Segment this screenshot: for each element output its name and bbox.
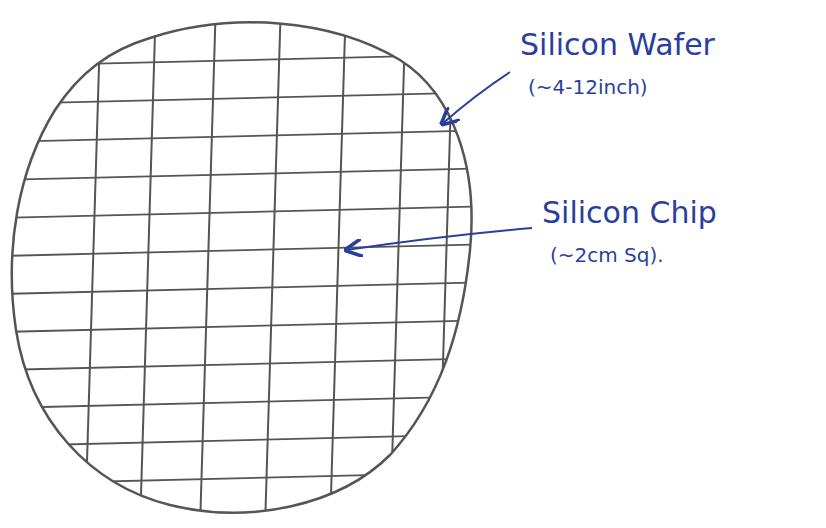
grid-line <box>0 282 500 294</box>
grid-line <box>0 320 500 332</box>
grid-line <box>265 0 281 528</box>
grid-line <box>0 130 500 142</box>
grid-line <box>0 168 500 180</box>
grid-line <box>390 0 406 528</box>
grid-line <box>0 54 500 66</box>
grid-line <box>200 0 216 528</box>
grid-line <box>0 434 500 446</box>
chip-label: Silicon Chip <box>542 196 717 229</box>
chip-grid <box>0 0 500 528</box>
grid-line <box>0 358 500 370</box>
grid-line <box>85 0 101 528</box>
grid-line <box>0 244 500 256</box>
chip-size: (~2cm Sq). <box>550 244 664 266</box>
leader-arrow <box>442 72 510 124</box>
grid-line <box>0 92 500 104</box>
grid-line <box>330 0 346 528</box>
grid-line <box>0 472 500 484</box>
grid-line <box>140 0 156 528</box>
leader-arrow <box>346 228 532 250</box>
grid-line <box>0 206 500 218</box>
wafer-label: Silicon Wafer <box>520 28 715 61</box>
wafer-size: (~4-12inch) <box>528 76 648 98</box>
grid-line <box>438 0 454 528</box>
wafer-outline <box>12 22 472 512</box>
